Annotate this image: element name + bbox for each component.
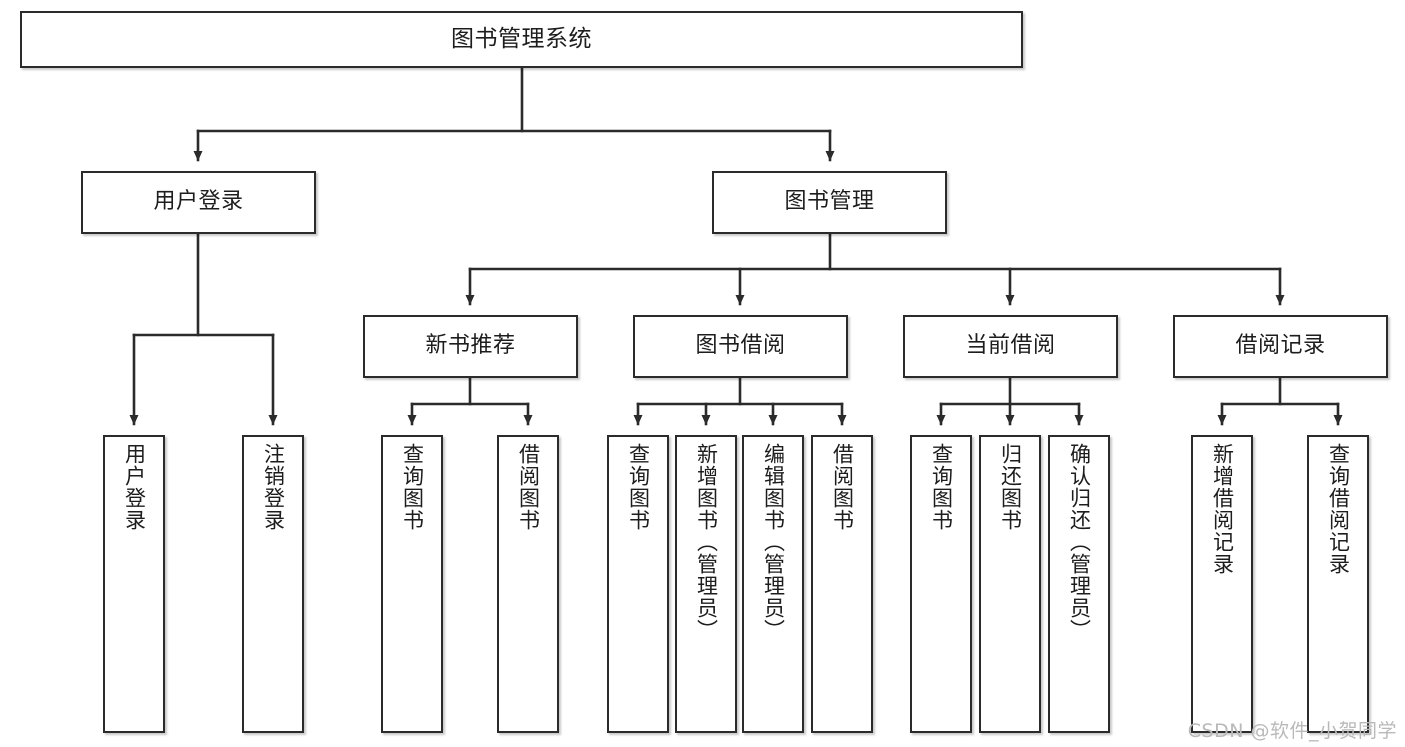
node-label: 查询借阅记录 [1326, 443, 1351, 575]
node-leaf-user-login-login[interactable]: 用户登录 [103, 435, 165, 733]
node-leaf-current-borrow-return[interactable]: 归还图书 [979, 435, 1041, 733]
node-leaf-book-borrow-query[interactable]: 查询图书 [607, 435, 669, 733]
node-book-management[interactable]: 图书管理 [712, 171, 947, 234]
node-borrow-record[interactable]: 借阅记录 [1173, 315, 1388, 378]
node-label: 新书推荐 [425, 333, 516, 359]
node-label: 用户登录 [122, 443, 147, 531]
node-label: 新增借阅记录 [1210, 443, 1235, 575]
node-label: 新增图书（管理员） [694, 443, 719, 641]
node-label: 查询图书 [929, 443, 954, 531]
node-root-system[interactable]: 图书管理系统 [20, 11, 1023, 68]
node-label: 查询图书 [626, 443, 651, 531]
node-label: 图书管理 [784, 189, 875, 215]
node-label: 编辑图书（管理员） [761, 443, 786, 641]
node-user-login[interactable]: 用户登录 [81, 171, 316, 234]
node-current-borrow[interactable]: 当前借阅 [903, 315, 1118, 378]
node-leaf-borrow-record-add[interactable]: 新增借阅记录 [1191, 435, 1253, 733]
node-leaf-new-book-query[interactable]: 查询图书 [381, 435, 443, 733]
node-label: 查询图书 [400, 443, 425, 531]
node-label: 图书管理系统 [451, 25, 592, 52]
csdn-watermark: CSDN @软件_小贺同学 [1187, 720, 1397, 742]
node-book-borrow[interactable]: 图书借阅 [633, 315, 848, 378]
node-label: 借阅图书 [516, 443, 541, 531]
node-leaf-new-book-borrow[interactable]: 借阅图书 [497, 435, 559, 733]
node-label: 借阅记录 [1235, 333, 1326, 359]
node-leaf-borrow-record-query[interactable]: 查询借阅记录 [1307, 435, 1369, 733]
node-new-book-recommend[interactable]: 新书推荐 [363, 315, 578, 378]
node-leaf-current-borrow-query[interactable]: 查询图书 [910, 435, 972, 733]
node-leaf-book-borrow-add[interactable]: 新增图书（管理员） [675, 435, 737, 733]
node-label: 借阅图书 [830, 443, 855, 531]
node-label: 确认归还（管理员） [1067, 443, 1092, 641]
node-label: 当前借阅 [965, 333, 1056, 359]
node-leaf-current-borrow-confirm[interactable]: 确认归还（管理员） [1048, 435, 1110, 733]
node-leaf-book-borrow-edit[interactable]: 编辑图书（管理员） [742, 435, 804, 733]
node-leaf-book-borrow-borrow[interactable]: 借阅图书 [811, 435, 873, 733]
node-label: 归还图书 [998, 443, 1023, 531]
node-label: 图书借阅 [695, 333, 786, 359]
node-label: 注销登录 [261, 443, 286, 531]
node-label: 用户登录 [153, 189, 244, 215]
node-leaf-user-login-logout[interactable]: 注销登录 [242, 435, 304, 733]
